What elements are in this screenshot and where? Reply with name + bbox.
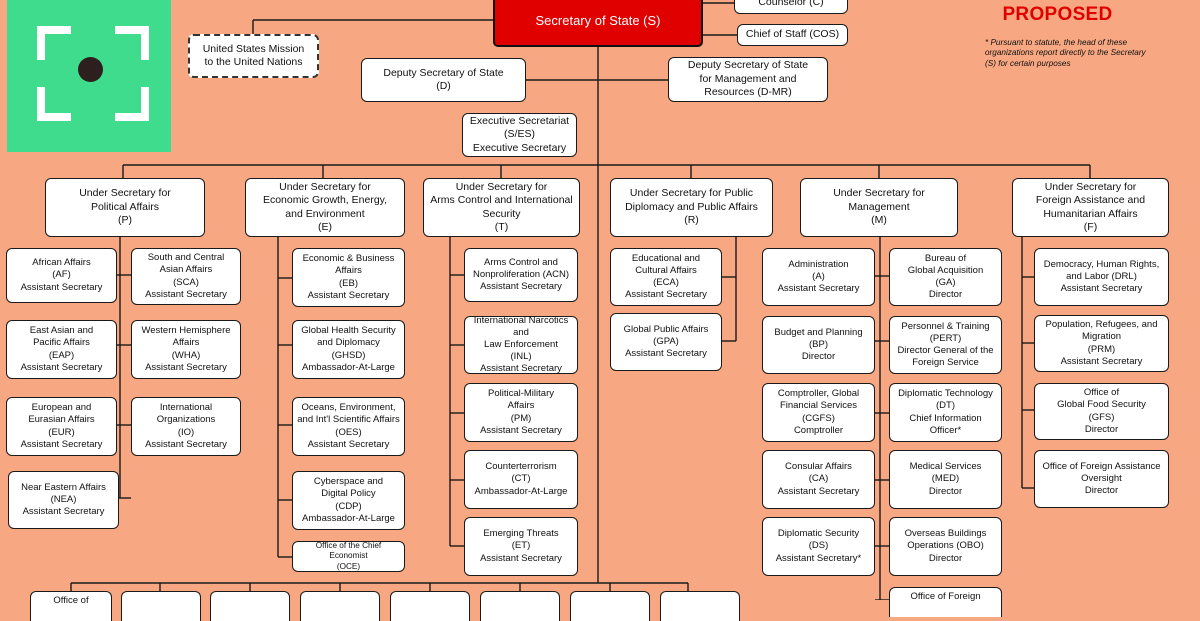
under-secretary-political-affairs-box: Under Secretary for Political Affairs (P… [45,178,205,237]
bureau-box-political-affairs-6: Near Eastern Affairs (NEA) Assistant Sec… [8,471,119,529]
chief-of-staff-box: Chief of Staff (COS) [737,24,848,46]
bureau-box-arms-control-3: Counterterrorism (CT) Ambassador-At-Larg… [464,450,578,509]
bureau-box-economic-growth-4: Office of the Chief Economist (OCE) [292,541,405,572]
bureau-box-political-affairs-2: East Asian and Pacific Affairs (EAP) Ass… [6,320,117,379]
bureau-box-public-diplomacy-0: Educational and Cultural Affairs (ECA) A… [610,248,722,306]
under-secretary-foreign-assistance-box: Under Secretary for Foreign Assistance a… [1012,178,1169,237]
deputy-secretary-mr-box: Deputy Secretary of State for Management… [668,57,828,102]
secretary-of-state-box: Secretary of State (S) [493,0,703,47]
bureau-box-management-6: Consular Affairs (CA) Assistant Secretar… [762,450,875,509]
bureau-box-arms-control-1: International Narcotics and Law Enforcem… [464,316,578,374]
bottom-office-box-6 [570,591,650,621]
un-mission-box: United States Mission to the United Nati… [188,34,319,78]
bureau-box-economic-growth-1: Global Health Security and Diplomacy (GH… [292,320,405,379]
bureau-box-foreign-assistance-2: Office of Global Food Security (GFS) Dir… [1034,383,1169,440]
deputy-secretary-box: Deputy Secretary of State (D) [361,58,526,102]
bureau-box-economic-growth-3: Cyberspace and Digital Policy (CDP) Amba… [292,471,405,530]
bureau-box-management-2: Budget and Planning (BP) Director [762,316,875,374]
executive-secretariat-box: Executive Secretariat (S/ES) Executive S… [462,113,577,157]
bureau-box-foreign-assistance-0: Democracy, Human Rights, and Labor (DRL)… [1034,248,1169,306]
bottom-office-box-4 [390,591,470,621]
bottom-office-box-3 [300,591,380,621]
bottom-office-box-0: Office of [30,591,112,621]
bottom-office-box-1 [121,591,201,621]
bureau-box-foreign-assistance-3: Office of Foreign Assistance Oversight D… [1034,450,1169,508]
under-secretary-public-diplomacy-box: Under Secretary for Public Diplomacy and… [610,178,773,237]
bureau-box-management-7: Medical Services (MED) Director [889,450,1002,509]
under-secretary-economic-growth-box: Under Secretary for Economic Growth, Ene… [245,178,405,237]
bureau-box-arms-control-4: Emerging Threats (ET) Assistant Secretar… [464,517,578,576]
bureau-box-management-3: Personnel & Training (PERT) Director Gen… [889,316,1002,374]
bureau-box-management-5: Diplomatic Technology (DT) Chief Informa… [889,383,1002,442]
bottom-office-box-2 [210,591,290,621]
bureau-box-economic-growth-2: Oceans, Environment, and Int'l Scientifi… [292,397,405,456]
viewfinder-corner-top-right [115,26,149,60]
bureau-box-economic-growth-0: Economic & Business Affairs (EB) Assista… [292,248,405,307]
bureau-box-management-9: Overseas Buildings Operations (OBO) Dire… [889,517,1002,576]
bureau-box-political-affairs-5: International Organizations (IO) Assista… [131,397,241,456]
under-secretary-arms-control-box: Under Secretary for Arms Control and Int… [423,178,580,237]
statute-footnote: * Pursuant to statute, the head of these… [985,38,1146,68]
bureau-box-management-1: Bureau of Global Acquisition (GA) Direct… [889,248,1002,306]
under-secretary-management-box: Under Secretary for Management (M) [800,178,958,237]
bureau-box-management-0: Administration (A) Assistant Secretary [762,248,875,306]
bureau-box-political-affairs-4: European and Eurasian Affairs (EUR) Assi… [6,397,117,456]
bureau-box-political-affairs-1: South and Central Asian Affairs (SCA) As… [131,248,241,305]
proposed-label: PROPOSED [1002,4,1113,25]
bureau-box-arms-control-2: Political-Military Affairs (PM) Assistan… [464,383,578,442]
bureau-box-public-diplomacy-1: Global Public Affairs (GPA) Assistant Se… [610,313,722,371]
bureau-box-political-affairs-3: Western Hemisphere Affairs (WHA) Assista… [131,320,241,379]
org-chart-connectors [70,2,1091,600]
viewfinder-icon [7,0,171,152]
bottom-office-box-7 [660,591,740,621]
bureau-box-foreign-assistance-1: Population, Refugees, and Migration (PRM… [1034,315,1169,372]
viewfinder-corner-top-left [37,26,71,60]
bureau-box-management-8: Diplomatic Security (DS) Assistant Secre… [762,517,875,576]
counselor-box: Counselor (C) [734,0,848,14]
bureau-box-management-4: Comptroller, Global Financial Services (… [762,383,875,442]
bureau-box-management-10: Office of Foreign [889,587,1002,617]
bottom-office-box-5 [480,591,560,621]
viewfinder-center-dot [78,57,103,82]
bureau-box-political-affairs-0: African Affairs (AF) Assistant Secretary [6,248,117,303]
viewfinder-corner-bottom-left [37,87,71,121]
bureau-box-arms-control-0: Arms Control and Nonproliferation (ACN) … [464,248,578,302]
viewfinder-corner-bottom-right [115,87,149,121]
